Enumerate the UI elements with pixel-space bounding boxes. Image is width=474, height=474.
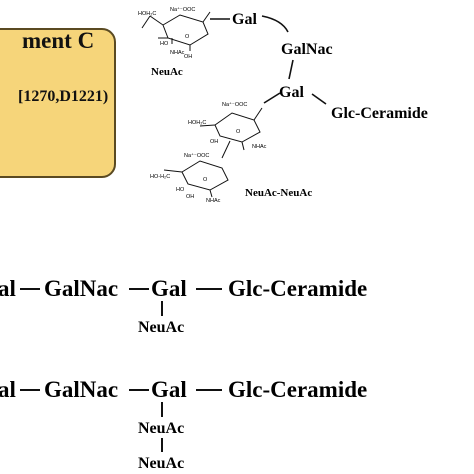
seq2-neuac-2: NeuAc <box>138 455 184 472</box>
atom-label: HOH₂C <box>188 120 206 126</box>
neuac-structure-top <box>141 11 211 51</box>
galnac-label: GalNac <box>281 41 333 58</box>
seq1-glc-ceramide: Glc-Ceramide <box>228 276 367 301</box>
atom-label: NHAc <box>252 144 267 150</box>
fragment-box <box>0 28 116 178</box>
seq2-gal: Gal <box>151 377 187 402</box>
gal-top-label: Gal <box>232 11 257 28</box>
fragment-subtitle: [1270,D1221) <box>18 88 109 105</box>
atom-label: O <box>185 34 190 40</box>
bond-galnac-gal <box>288 59 294 80</box>
seq2-glc-ceramide: Glc-Ceramide <box>228 377 367 402</box>
bond-gal-galnac <box>261 15 289 33</box>
atom-label: OH <box>184 54 192 60</box>
neuac-neuac-label: NeuAc-NeuAc <box>245 187 312 199</box>
atom-label: O <box>236 129 241 135</box>
neuac-neuac-structure <box>163 107 263 198</box>
fragment-title: ment C <box>22 28 95 53</box>
seq2-galnac: GalNac <box>44 377 118 402</box>
seq2-neuac-1: NeuAc <box>138 420 184 437</box>
atom-label: O <box>203 177 208 183</box>
atom-label: Na⁺⁻OOC <box>170 6 195 13</box>
neuac-label-top: NeuAc <box>151 66 183 78</box>
atom-label: OH <box>210 139 218 145</box>
bond-sialic2-gal <box>263 92 281 104</box>
gal-mid-label: Gal <box>279 84 304 101</box>
seq1-gal: Gal <box>151 276 187 301</box>
atom-label: OH <box>186 194 194 200</box>
seq1-neuac: NeuAc <box>138 319 184 336</box>
seq1-gal-left: al <box>0 276 16 301</box>
glc-ceramide-label: Glc-Ceramide <box>331 105 428 122</box>
atom-label: NHAc <box>170 50 185 56</box>
seq2-gal-left: al <box>0 377 16 402</box>
atom-label: Na⁺⁻OOC <box>184 152 209 159</box>
atom-label: NHAc <box>206 198 221 204</box>
atom-label: HO <box>176 187 185 193</box>
atom-label: HO‑H₂C <box>150 174 170 180</box>
atom-label: Na⁺⁻OOC <box>222 101 247 108</box>
seq1-galnac: GalNac <box>44 276 118 301</box>
bond-gal-glc <box>311 93 327 105</box>
atom-label: HO <box>160 41 169 47</box>
atom-label: HOH₂C <box>138 11 156 17</box>
